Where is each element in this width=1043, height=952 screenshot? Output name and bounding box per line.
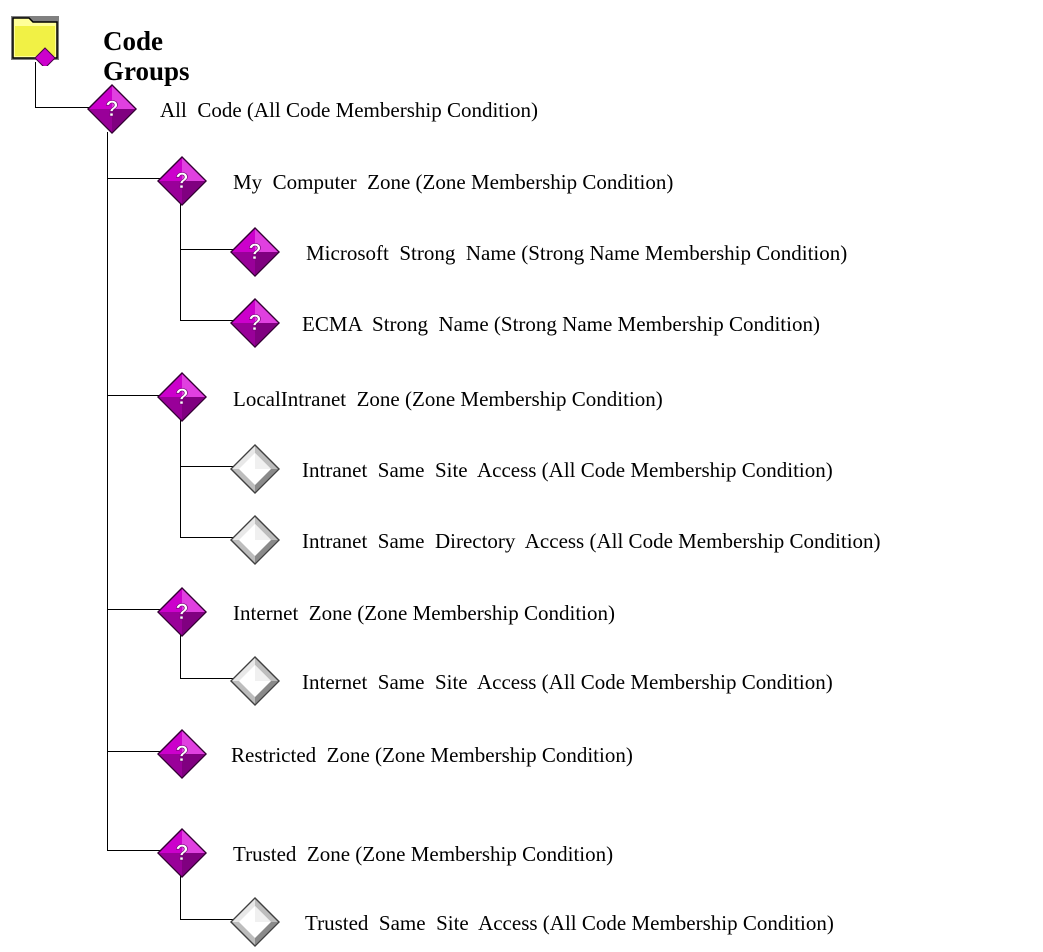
tree-line	[180, 678, 235, 679]
code-group-disabled-icon	[228, 513, 282, 567]
tree-line	[107, 132, 108, 850]
code-group-disabled-icon	[228, 654, 282, 708]
tree-line	[107, 178, 162, 179]
tree-line	[180, 466, 235, 467]
tree-line	[180, 634, 181, 679]
tree-line	[180, 320, 235, 321]
code-group-enabled-icon	[85, 82, 139, 136]
tree-node-label: Intranet Same Site Access (All Code Memb…	[302, 458, 833, 482]
folder-icon	[9, 12, 65, 69]
tree-node-label: ECMA Strong Name (Strong Name Membership…	[302, 312, 820, 336]
code-group-enabled-icon	[155, 727, 209, 781]
tree-node-label: Trusted Zone (Zone Membership Condition)	[233, 842, 614, 866]
tree-node-label: Internet Same Site Access (All Code Memb…	[302, 670, 833, 694]
tree-line	[180, 919, 235, 920]
tree-line	[107, 850, 162, 851]
tree-node-label: Microsoft Strong Name (Strong Name Membe…	[306, 241, 848, 265]
code-group-enabled-icon	[155, 585, 209, 639]
tree-line	[35, 107, 95, 108]
tree-line	[180, 203, 181, 320]
tree-line	[180, 420, 181, 538]
tree-node-label: My Computer Zone (Zone Membership Condit…	[233, 170, 674, 194]
code-group-disabled-icon	[228, 895, 282, 949]
tree-line	[107, 395, 162, 396]
tree-node-label: All Code (All Code Membership Condition)	[160, 98, 538, 122]
tree-node-label: Internet Zone (Zone Membership Condition…	[233, 601, 615, 625]
tree-line	[180, 537, 235, 538]
code-group-enabled-icon	[155, 370, 209, 424]
tree-root-label: Code Groups	[103, 26, 190, 86]
code-group-enabled-icon	[155, 826, 209, 880]
tree-node-label: LocalIntranet Zone (Zone Membership Cond…	[233, 387, 663, 411]
code-group-enabled-icon	[155, 154, 209, 208]
code-group-enabled-icon	[228, 296, 282, 350]
tree-line	[107, 609, 162, 610]
tree-line	[180, 249, 235, 250]
tree-line	[107, 751, 162, 752]
tree-line	[35, 62, 36, 108]
tree-node-label: Restricted Zone (Zone Membership Conditi…	[231, 743, 633, 767]
tree-line	[180, 875, 181, 920]
code-group-disabled-icon	[228, 442, 282, 496]
code-group-enabled-icon	[228, 225, 282, 279]
tree-node-label: Trusted Same Site Access (All Code Membe…	[305, 911, 834, 935]
tree-node-label: Intranet Same Directory Access (All Code…	[302, 529, 881, 553]
